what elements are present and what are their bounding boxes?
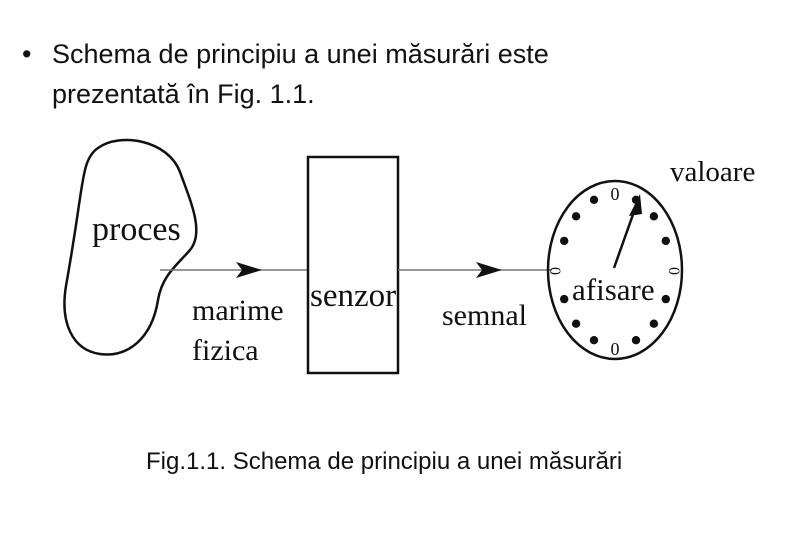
dial-tick-dot: [589, 336, 599, 345]
dial-tick-dot: [661, 236, 670, 246]
dial-zero-right: 0: [665, 267, 682, 275]
dial-zero-left: 0: [546, 267, 563, 275]
bullet-text: Schema de principiu a unei măsurări este…: [52, 39, 549, 109]
sensor-box: [306, 155, 400, 375]
dial-tick-dot: [571, 212, 581, 221]
dial-tick-dot: [649, 212, 659, 221]
dial-needle-head: [629, 194, 642, 216]
quantity-label-line1: marime: [192, 294, 284, 327]
dial-zero-top: 0: [611, 184, 620, 204]
process-label: proces: [92, 211, 181, 248]
dial-dots: [560, 195, 670, 345]
dial-tick-dot: [631, 336, 641, 345]
dial-face: [546, 179, 684, 361]
value-label: valoare: [670, 156, 755, 188]
display-dial: 0 0 0 0 afisare: [546, 179, 684, 361]
dial-tick-dot: [571, 319, 581, 328]
dial-needle: [612, 205, 638, 269]
dial-tick-dot: [560, 236, 569, 246]
signal-arrow-head: [476, 262, 502, 278]
signal-label: semnal: [442, 299, 527, 332]
figure-caption: Fig.1.1. Schema de principiu a unei măsu…: [146, 448, 623, 475]
sensor-label: senzor: [310, 278, 396, 314]
dial-tick-dot: [589, 195, 599, 204]
display-label: afisare: [572, 272, 655, 307]
dial-zero-bottom: 0: [611, 339, 620, 359]
bullet-dot: •: [22, 39, 32, 69]
dial-tick-dot: [560, 294, 569, 304]
quantity-arrow-head: [236, 262, 262, 278]
dial-tick-dot: [649, 319, 659, 328]
process-blob: [63, 138, 198, 356]
quantity-label-line2: fizica: [192, 334, 259, 367]
dial-tick-dot: [661, 294, 670, 304]
